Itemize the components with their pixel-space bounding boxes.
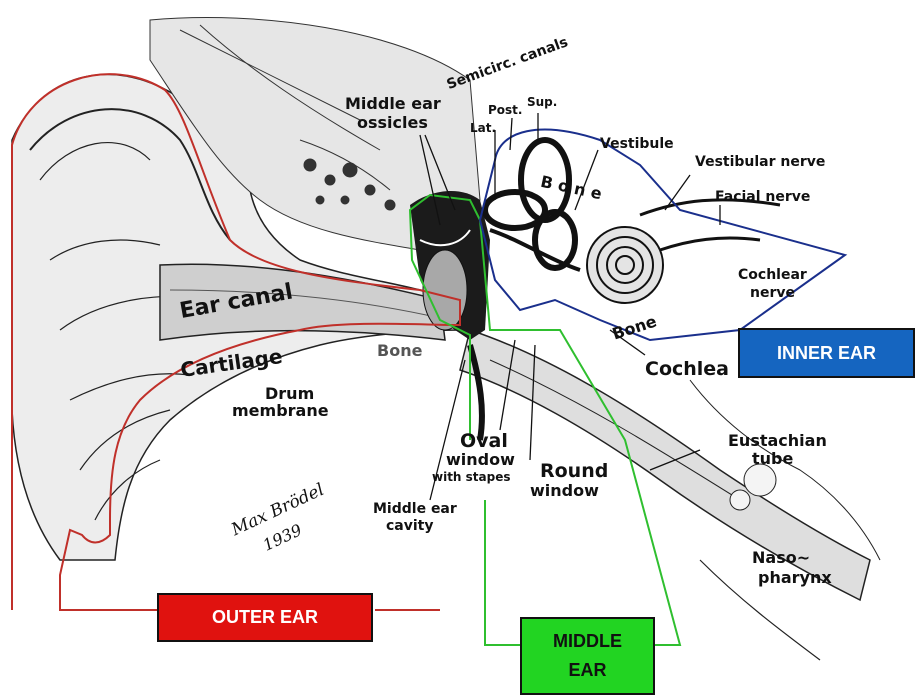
label-eustachian-tube-2: tube [752,451,793,468]
inner-ear-label: INNER EAR [777,343,876,364]
vestibule-text: Vestibule [600,136,674,152]
bone-canal-text: Bone [377,341,422,360]
label-middle-ear-ossicles-2: ossicles [357,115,428,132]
label-bone-canal: Bone [377,343,422,360]
label-oval-window: Oval [460,432,508,452]
nasopharynx-line2: pharynx [758,568,832,587]
label-facial-nerve: Facial nerve [715,190,810,205]
middle-ear-ossicles-line1: Middle ear [345,94,441,113]
middle-ear-cavity-line2: cavity [386,518,434,534]
label-lat: Lat. [470,122,496,135]
label-nasopharynx-2: pharynx [758,570,832,587]
cochlear-nerve-line1: Cochlear [738,267,807,283]
label-round-window-2: window [530,483,599,500]
label-eustachian-tube: Eustachian [728,433,827,450]
label-middle-ear-cavity: Middle ear [373,502,457,517]
facial-nerve-text: Facial nerve [715,189,810,205]
middle-ear-box: MIDDLE EAR [520,617,655,695]
oval-window-line2: window [446,450,515,469]
label-oval-window-3: with stapes [432,471,511,484]
cochlear-nerve-line2: nerve [750,285,795,301]
oval-window-line1: Oval [460,430,508,452]
round-window-line1: Round [540,460,608,482]
middle-ear-label-line2: EAR [568,660,606,681]
label-round-window: Round [540,462,608,482]
middle-ear-label-line1: MIDDLE [553,631,622,652]
outer-ear-box: OUTER EAR [157,593,373,642]
label-middle-ear-ossicles: Middle ear [345,96,441,113]
lat-text: Lat. [470,121,496,135]
oval-window-line3: with stapes [432,470,511,484]
label-vestibular-nerve: Vestibular nerve [695,155,825,170]
label-cochlear-nerve-2: nerve [750,286,795,301]
nasopharynx-line1: Naso~ [752,548,810,567]
label-sup: Sup. [527,96,557,109]
label-nasopharynx: Naso~ [752,550,810,567]
sup-text: Sup. [527,95,557,109]
vestibular-nerve-text: Vestibular nerve [695,154,825,170]
round-window-line2: window [530,481,599,500]
label-cochlea: Cochlea [645,360,729,380]
label-vestibule: Vestibule [600,137,674,152]
label-middle-ear-cavity-2: cavity [386,519,434,534]
label-post: Post. [488,104,522,117]
middle-ear-cavity-line1: Middle ear [373,501,457,517]
label-drum-membrane-2: membrane [232,403,329,420]
middle-ear-ossicles-line2: ossicles [357,113,428,132]
label-cochlear-nerve: Cochlear [738,268,807,283]
eustachian-tube-line1: Eustachian [728,431,827,450]
post-text: Post. [488,103,522,117]
inner-ear-box: INNER EAR [738,328,915,378]
label-oval-window-2: window [446,452,515,469]
eustachian-tube-line2: tube [752,449,793,468]
outer-ear-label: OUTER EAR [212,607,318,628]
drum-membrane-line2: membrane [232,401,329,420]
cochlea-text: Cochlea [645,358,729,380]
